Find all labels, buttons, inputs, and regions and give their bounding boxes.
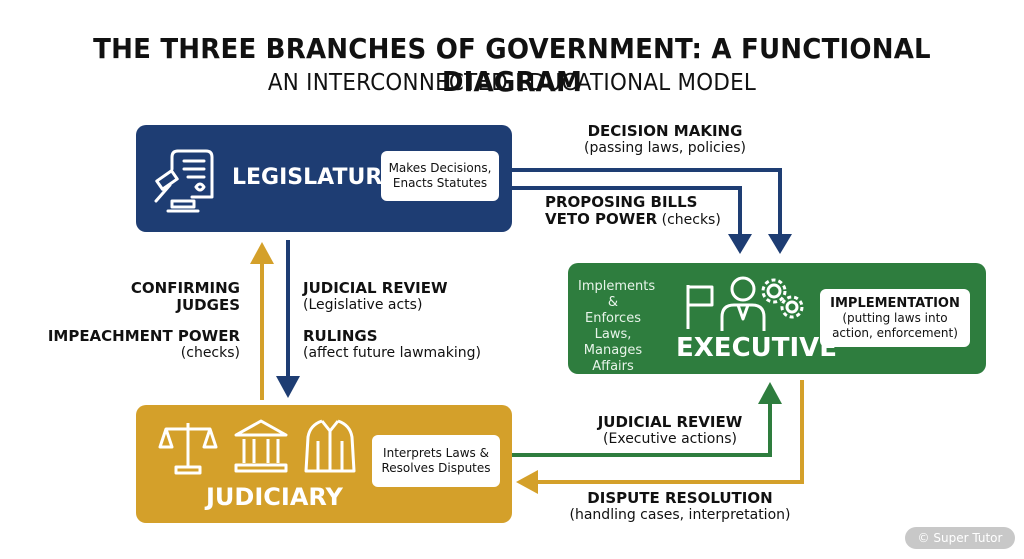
flag-icon: [686, 285, 714, 329]
arrowhead-judicial-review-executive: [758, 382, 782, 404]
judiciary-role-line1: Interprets Laws &: [383, 446, 489, 460]
arrow-decision-making: [512, 168, 782, 238]
dispute-sub: (handling cases, interpretation): [569, 507, 791, 523]
watermark-badge: © Super Tutor: [905, 527, 1015, 549]
label-dispute-resolution: DISPUTE RESOLUTION (handling cases, inte…: [560, 490, 800, 524]
arrowhead-decision-making: [768, 234, 792, 254]
gears-icon: [761, 278, 804, 319]
arrowhead-judiciary-to-legislature: [250, 242, 274, 264]
judges-title: JUDGES: [176, 296, 240, 314]
decision-making-sub: (passing laws, policies): [584, 140, 746, 156]
label-rulings: RULINGS (affect future lawmaking): [303, 328, 481, 362]
diagram-subtitle: AN INTERCONNECTED EDUCATIONAL MODEL: [267, 70, 757, 96]
impeachment-title: IMPEACHMENT POWER: [47, 327, 240, 345]
executive-role-text: Implements & Enforces Laws, Manages Affa…: [578, 279, 656, 375]
label-judicial-review-legislative: JUDICIAL REVIEW (Legislative acts): [303, 280, 448, 314]
diagram-title: THE THREE BRANCHES OF GOVERNMENT: A FUNC…: [93, 32, 931, 98]
rulings-sub: (affect future lawmaking): [303, 345, 481, 361]
robe-icon: [304, 419, 356, 473]
executive-role-line: Implements: [578, 279, 656, 294]
legislature-title: LEGISLATURE: [232, 165, 398, 190]
executive-title: EXECUTIVE: [676, 333, 838, 363]
judiciary-role-line2: Resolves Disputes: [381, 461, 491, 475]
implementation-line2: action, enforcement): [832, 325, 958, 340]
legislature-box: LEGISLATURE Makes Decisions, Enacts Stat…: [136, 125, 512, 232]
label-confirming-judges: CONFIRMING JUDGES: [100, 280, 240, 314]
proposing-bills-title: PROPOSING BILLS: [545, 193, 698, 211]
veto-power-checks: (checks): [657, 212, 721, 228]
courthouse-icon: [234, 419, 288, 473]
person-icon: [720, 276, 766, 331]
arrowhead-dispute-resolution: [516, 470, 538, 494]
implementation-line1: (putting laws into: [842, 310, 948, 325]
judiciary-title: JUDICIARY: [206, 483, 343, 511]
implementation-title: IMPLEMENTATION: [830, 295, 960, 311]
executive-role-line: & Enforces: [585, 295, 641, 326]
legislature-role-pill: Makes Decisions, Enacts Statutes: [381, 151, 499, 201]
arrowhead-legislature-to-judiciary: [276, 376, 300, 398]
executive-role-line: Affairs: [592, 359, 634, 374]
implementation-pill: IMPLEMENTATION (putting laws into action…: [820, 289, 970, 347]
judiciary-role-pill: Interprets Laws & Resolves Disputes: [372, 435, 500, 487]
legislature-role-line2: Enacts Statutes: [392, 176, 488, 190]
judiciary-box: JUDICIARY Interprets Laws & Resolves Dis…: [136, 405, 512, 523]
arrow-judicial-review-executive: [512, 402, 772, 457]
decision-making-title: DECISION MAKING: [587, 122, 743, 140]
label-proposing-bills: PROPOSING BILLS VETO POWER (checks): [545, 194, 721, 229]
legislature-role-line1: Makes Decisions,: [388, 161, 492, 175]
judicial-review-exe-title: JUDICIAL REVIEW: [597, 413, 743, 431]
arrow-proposing-bills: [512, 186, 742, 238]
executive-role-line: Manages: [583, 343, 643, 358]
confirming-title: CONFIRMING: [130, 279, 240, 297]
executive-box: Implements & Enforces Laws, Manages Affa…: [568, 263, 986, 374]
veto-power-title: VETO POWER: [545, 210, 658, 228]
judicial-review-leg-title: JUDICIAL REVIEW: [303, 279, 448, 297]
scales-icon: [158, 423, 218, 475]
executive-role-line: Laws,: [594, 327, 632, 342]
impeachment-checks: (checks): [180, 345, 240, 361]
judicial-review-exe-sub: (Executive actions): [603, 431, 737, 447]
label-impeachment: IMPEACHMENT POWER (checks): [20, 328, 240, 362]
label-decision-making: DECISION MAKING (passing laws, policies): [575, 123, 755, 157]
label-judicial-review-executive: JUDICIAL REVIEW (Executive actions): [580, 414, 760, 448]
arrowhead-proposing-bills: [728, 234, 752, 254]
gavel-icon: [154, 149, 214, 213]
judicial-review-leg-sub: (Legislative acts): [303, 297, 423, 313]
dispute-title: DISPUTE RESOLUTION: [587, 489, 773, 507]
rulings-title: RULINGS: [303, 327, 378, 345]
arrow-dispute-resolution: [536, 380, 804, 484]
